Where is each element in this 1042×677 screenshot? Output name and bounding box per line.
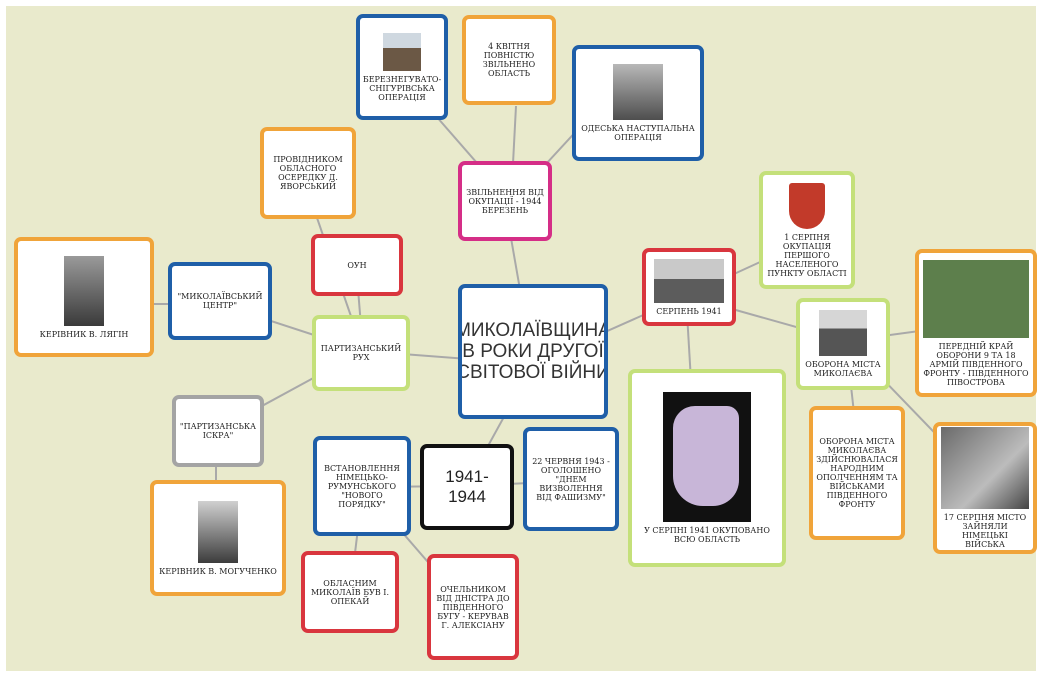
lyagin-portrait bbox=[64, 255, 104, 326]
mind-map-canvas: МИКОЛАЇВЩИНА В РОКИ ДРУГОЇ СВІТОВОЇ ВІЙН… bbox=[6, 6, 1037, 671]
node-red-right: ОЧЕЛЬНИКОМ ВІД ДНІСТРА ДО ПІВДЕННОГО БУГ… bbox=[427, 554, 519, 660]
node-moguchenko: КЕРІВНИК В. МОГУЧЕНКО bbox=[150, 480, 286, 596]
node-yavorsky: ПРОВІДНИКОМ ОБЛАСНОГО ОСЕРЕДКУ Д. ЯВОРСЬ… bbox=[260, 127, 356, 219]
node-defense: ОБОРОНА МІСТА МИКОЛАЄВА bbox=[796, 298, 890, 390]
node-partisan-text: ПАРТИЗАНСЬКИЙ РУХ bbox=[320, 344, 402, 362]
node-bereznegu: БЕРЕЗНЕГУВАТО-СНІГУРІВСЬКА ОПЕРАЦІЯ bbox=[356, 14, 448, 120]
node-lyagin: КЕРІВНИК В. ЛЯГІН bbox=[14, 237, 154, 357]
node-defense-text: ОБОРОНА МІСТА МИКОЛАЄВА bbox=[805, 360, 881, 378]
node-lyagin-text: КЕРІВНИК В. ЛЯГІН bbox=[39, 329, 129, 339]
node-defense-detail: ОБОРОНА МІСТА МИКОЛАЄВА ЗДІЙСНЮВАЛАСЯ НА… bbox=[809, 406, 905, 540]
node-june1943: 22 ЧЕРВНЯ 1943 - ОГОЛОШЕНО "ДНЕМ ВИЗВОЛЕ… bbox=[523, 427, 619, 531]
node-april4-text: 4 КВІТНЯ ПОВНІСТЮ ЗВІЛЬНЕНО ОБЛАСТЬ bbox=[482, 42, 536, 78]
battle-map-image bbox=[923, 259, 1029, 338]
node-serpen1941-text: СЕРПЕНЬ 1941 bbox=[656, 306, 722, 316]
node-emblem-text: 1 СЕРПНЯ ОКУПАЦІЯ ПЕРШОГО НАСЕЛЕНОГО ПУН… bbox=[767, 232, 847, 278]
defense-photo bbox=[819, 310, 867, 356]
node-defense-detail-text: ОБОРОНА МІСТА МИКОЛАЄВА ЗДІЙСНЮВАЛАСЯ НА… bbox=[816, 437, 898, 509]
node-bridge-text: 17 СЕРПНЯ МІСТО ЗАЙНЯЛИ НІМЕЦЬКІ ВІЙСЬКА bbox=[943, 513, 1027, 549]
node-bridge: 17 СЕРПНЯ МІСТО ЗАЙНЯЛИ НІМЕЦЬКІ ВІЙСЬКА bbox=[933, 422, 1037, 554]
node-region-map: У СЕРПНІ 1941 ОКУПОВАНО ВСЮ ОБЛАСТЬ bbox=[628, 369, 786, 567]
tank-photo bbox=[383, 32, 421, 71]
node-serpen1941: СЕРПЕНЬ 1941 bbox=[642, 248, 736, 326]
node-june1943-text: 22 ЧЕРВНЯ 1943 - ОГОЛОШЕНО "ДНЕМ ВИЗВОЛЕ… bbox=[532, 456, 610, 502]
node-april4: 4 КВІТНЯ ПОВНІСТЮ ЗВІЛЬНЕНО ОБЛАСТЬ bbox=[462, 15, 556, 105]
node-centre: "МИКОЛАЇВСЬКИЙ ЦЕНТР" bbox=[168, 262, 272, 340]
node-centre-text: "МИКОЛАЇВСЬКИЙ ЦЕНТР" bbox=[177, 292, 263, 310]
node-new-order-text: ВСТАНОВЛЕННЯ НІМЕЦЬКО-РУМУНСЬКОГО "НОВОГ… bbox=[324, 463, 400, 509]
node-oun-text: ОУН bbox=[347, 260, 367, 270]
central-topic: МИКОЛАЇВЩИНА В РОКИ ДРУГОЇ СВІТОВОЇ ВІЙН… bbox=[458, 284, 608, 419]
node-partisan: ПАРТИЗАНСЬКИЙ РУХ bbox=[312, 315, 410, 391]
tanks-photo bbox=[654, 258, 724, 303]
node-emblem: 1 СЕРПНЯ ОКУПАЦІЯ ПЕРШОГО НАСЕЛЕНОГО ПУН… bbox=[759, 171, 855, 289]
moguchenko-portrait bbox=[198, 500, 238, 563]
node-oun: ОУН bbox=[311, 234, 403, 296]
year-range-node: 1941-1944 bbox=[420, 444, 514, 530]
node-spark-text: "ПАРТИЗАНСЬКА ІСКРА" bbox=[179, 422, 257, 440]
node-odesa: ОДЕСЬКА НАСТУПАЛЬНА ОПЕРАЦІЯ bbox=[572, 45, 704, 161]
node-red-left: ОБЛАСНИМ МИКОЛАЇВ БУВ І. ОПЕКАЙ bbox=[301, 551, 399, 633]
node-red-right-text: ОЧЕЛЬНИКОМ ВІД ДНІСТРА ДО ПІВДЕННОГО БУГ… bbox=[436, 584, 510, 630]
year-range-text: 1941-1944 bbox=[445, 467, 489, 506]
node-moguchenko-text: КЕРІВНИК В. МОГУЧЕНКО bbox=[159, 566, 277, 576]
shield-icon bbox=[789, 182, 825, 229]
node-spark: "ПАРТИЗАНСЬКА ІСКРА" bbox=[172, 395, 264, 467]
node-bereznegu-text: БЕРЕЗНЕГУВАТО-СНІГУРІВСЬКА ОПЕРАЦІЯ bbox=[362, 74, 442, 102]
bridge-photo bbox=[941, 427, 1029, 509]
node-odesa-text: ОДЕСЬКА НАСТУПАЛЬНА ОПЕРАЦІЯ bbox=[581, 124, 695, 142]
node-new-order: ВСТАНОВЛЕННЯ НІМЕЦЬКО-РУМУНСЬКОГО "НОВОГ… bbox=[313, 436, 411, 536]
node-region-map-text: У СЕРПНІ 1941 ОКУПОВАНО ВСЮ ОБЛАСТЬ bbox=[644, 526, 770, 544]
node-red-left-text: ОБЛАСНИМ МИКОЛАЇВ БУВ І. ОПЕКАЙ bbox=[310, 578, 390, 606]
officer-portrait bbox=[613, 64, 663, 120]
central-title: МИКОЛАЇВЩИНА В РОКИ ДРУГОЇ СВІТОВОЇ ВІЙН… bbox=[458, 320, 608, 383]
node-yavorsky-text: ПРОВІДНИКОМ ОБЛАСНОГО ОСЕРЕДКУ Д. ЯВОРСЬ… bbox=[273, 155, 343, 191]
region-map-image bbox=[663, 392, 751, 522]
node-battle-map: ПЕРЕДНІЙ КРАЙ ОБОРОНИ 9 ТА 18 АРМІЙ ПІВД… bbox=[915, 249, 1037, 397]
node-liberation-text: ЗВІЛЬНЕННЯ ВІД ОКУПАЦІЇ - 1944 БЕРЕЗЕНЬ bbox=[466, 187, 544, 215]
node-battle-map-text: ПЕРЕДНІЙ КРАЙ ОБОРОНИ 9 ТА 18 АРМІЙ ПІВД… bbox=[923, 341, 1029, 387]
node-liberation: ЗВІЛЬНЕННЯ ВІД ОКУПАЦІЇ - 1944 БЕРЕЗЕНЬ bbox=[458, 161, 552, 241]
